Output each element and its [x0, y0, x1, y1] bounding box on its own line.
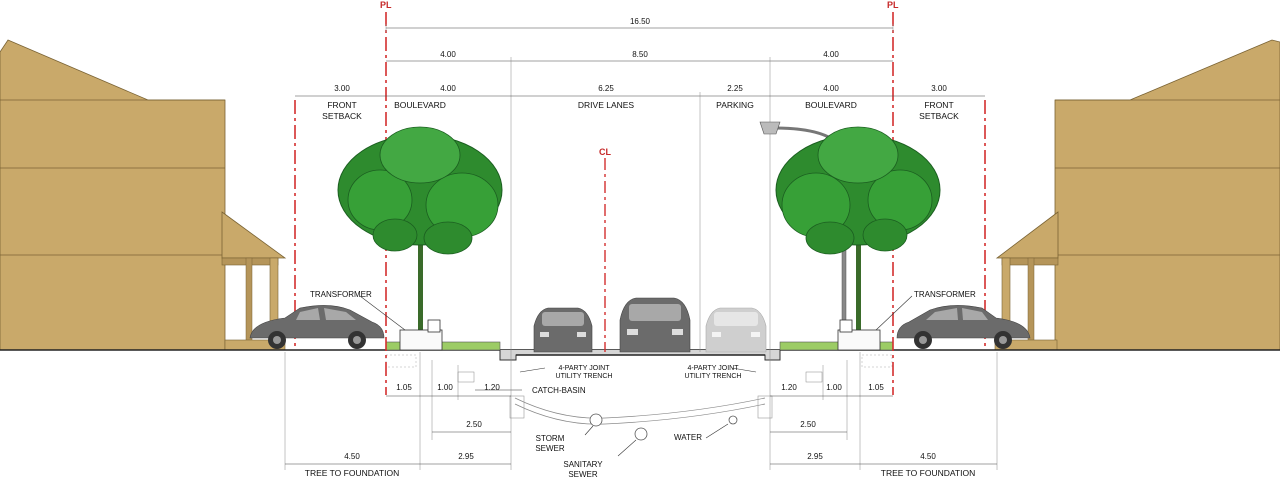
dim-drive-lanes: 6.25	[598, 84, 614, 93]
dim-right-100: 1.00	[826, 383, 842, 392]
right-house	[994, 39, 1280, 351]
label-right-setback: SETBACK	[919, 111, 959, 121]
bottom-dimensions: 1.05 1.00 1.20 1.20 1.00 1.05 2.50 2.50 …	[284, 352, 998, 478]
dim-left-100: 1.00	[437, 383, 453, 392]
zone-labels: FRONT SETBACK BOULEVARD DRIVE LANES PARK…	[322, 100, 959, 121]
label-left-boulevard: BOULEVARD	[394, 100, 446, 110]
dim-left-250: 2.50	[466, 420, 482, 429]
dim-total-row-width: 16.50	[630, 17, 651, 26]
sanitary-sewer-label-1: SANITARY	[563, 460, 603, 469]
right-trench-line1: 4-PARTY JOINT	[688, 365, 740, 372]
storm-sewer-label-2: SEWER	[535, 444, 565, 453]
drive-lane-car-center	[619, 297, 691, 353]
right-trench-line2: UTILITY TRENCH	[685, 373, 742, 380]
left-pl-marker: PL	[380, 0, 392, 10]
catch-basin-label: CATCH-BASIN	[532, 386, 586, 395]
right-transformer	[837, 295, 913, 351]
left-driveway-car	[249, 305, 385, 349]
storm-sewer-label-1: STORM	[536, 434, 565, 443]
left-house	[0, 39, 287, 351]
right-driveway-car	[896, 305, 1031, 349]
label-right-front: FRONT	[924, 100, 953, 110]
right-pl-marker: PL	[887, 0, 899, 10]
right-transformer-label: TRANSFORMER	[914, 290, 976, 299]
parked-car	[705, 307, 767, 353]
dim-parking: 2.25	[727, 84, 743, 93]
dim-left-450: 4.50	[344, 452, 360, 461]
sanitary-sewer-label-2: SEWER	[568, 470, 598, 478]
storm-sewer-pipe	[589, 413, 603, 427]
dim-left-setback: 3.00	[334, 84, 350, 93]
left-tree-to-foundation-label: TREE TO FOUNDATION	[305, 468, 399, 478]
label-left-front: FRONT	[327, 100, 356, 110]
label-left-setback: SETBACK	[322, 111, 362, 121]
sanitary-sewer-pipe	[634, 427, 648, 441]
dim-left-295: 2.95	[458, 452, 474, 461]
dim-right-120: 1.20	[781, 383, 797, 392]
dim-right-250: 2.50	[800, 420, 816, 429]
cl-marker: CL	[599, 147, 611, 157]
dim-right-105: 1.05	[868, 383, 884, 392]
left-trench-line1: 4-PARTY JOINT	[559, 365, 611, 372]
dim-left-105: 1.05	[396, 383, 412, 392]
right-tree-to-foundation-label: TREE TO FOUNDATION	[881, 468, 975, 478]
dim-left-120: 1.20	[484, 383, 500, 392]
dim-right-450: 4.50	[920, 452, 936, 461]
label-right-boulevard: BOULEVARD	[805, 100, 857, 110]
dim-right-setback: 3.00	[931, 84, 947, 93]
dim-left-boulevard: 4.00	[440, 84, 456, 93]
water-label: WATER	[674, 433, 702, 442]
dim-right-295: 2.95	[807, 452, 823, 461]
left-tree	[337, 126, 503, 342]
label-parking: PARKING	[716, 100, 754, 110]
drive-lane-car-left	[533, 307, 593, 353]
top-dimensions: 16.50 4.00 8.50 4.00 3.00 4.00 6.25 2.25…	[295, 17, 985, 352]
dim-right-boulevard-width: 4.00	[823, 50, 839, 59]
label-drive-lanes: DRIVE LANES	[578, 100, 635, 110]
right-tree	[775, 126, 941, 342]
left-trench-line2: UTILITY TRENCH	[556, 373, 613, 380]
underground-utilities	[475, 367, 773, 457]
left-transformer-label: TRANSFORMER	[310, 290, 372, 299]
dim-roadway-width: 8.50	[632, 50, 648, 59]
left-transformer	[359, 295, 443, 351]
dim-left-boulevard-width: 4.00	[440, 50, 456, 59]
water-pipe	[728, 415, 738, 425]
dim-right-boulevard: 4.00	[823, 84, 839, 93]
